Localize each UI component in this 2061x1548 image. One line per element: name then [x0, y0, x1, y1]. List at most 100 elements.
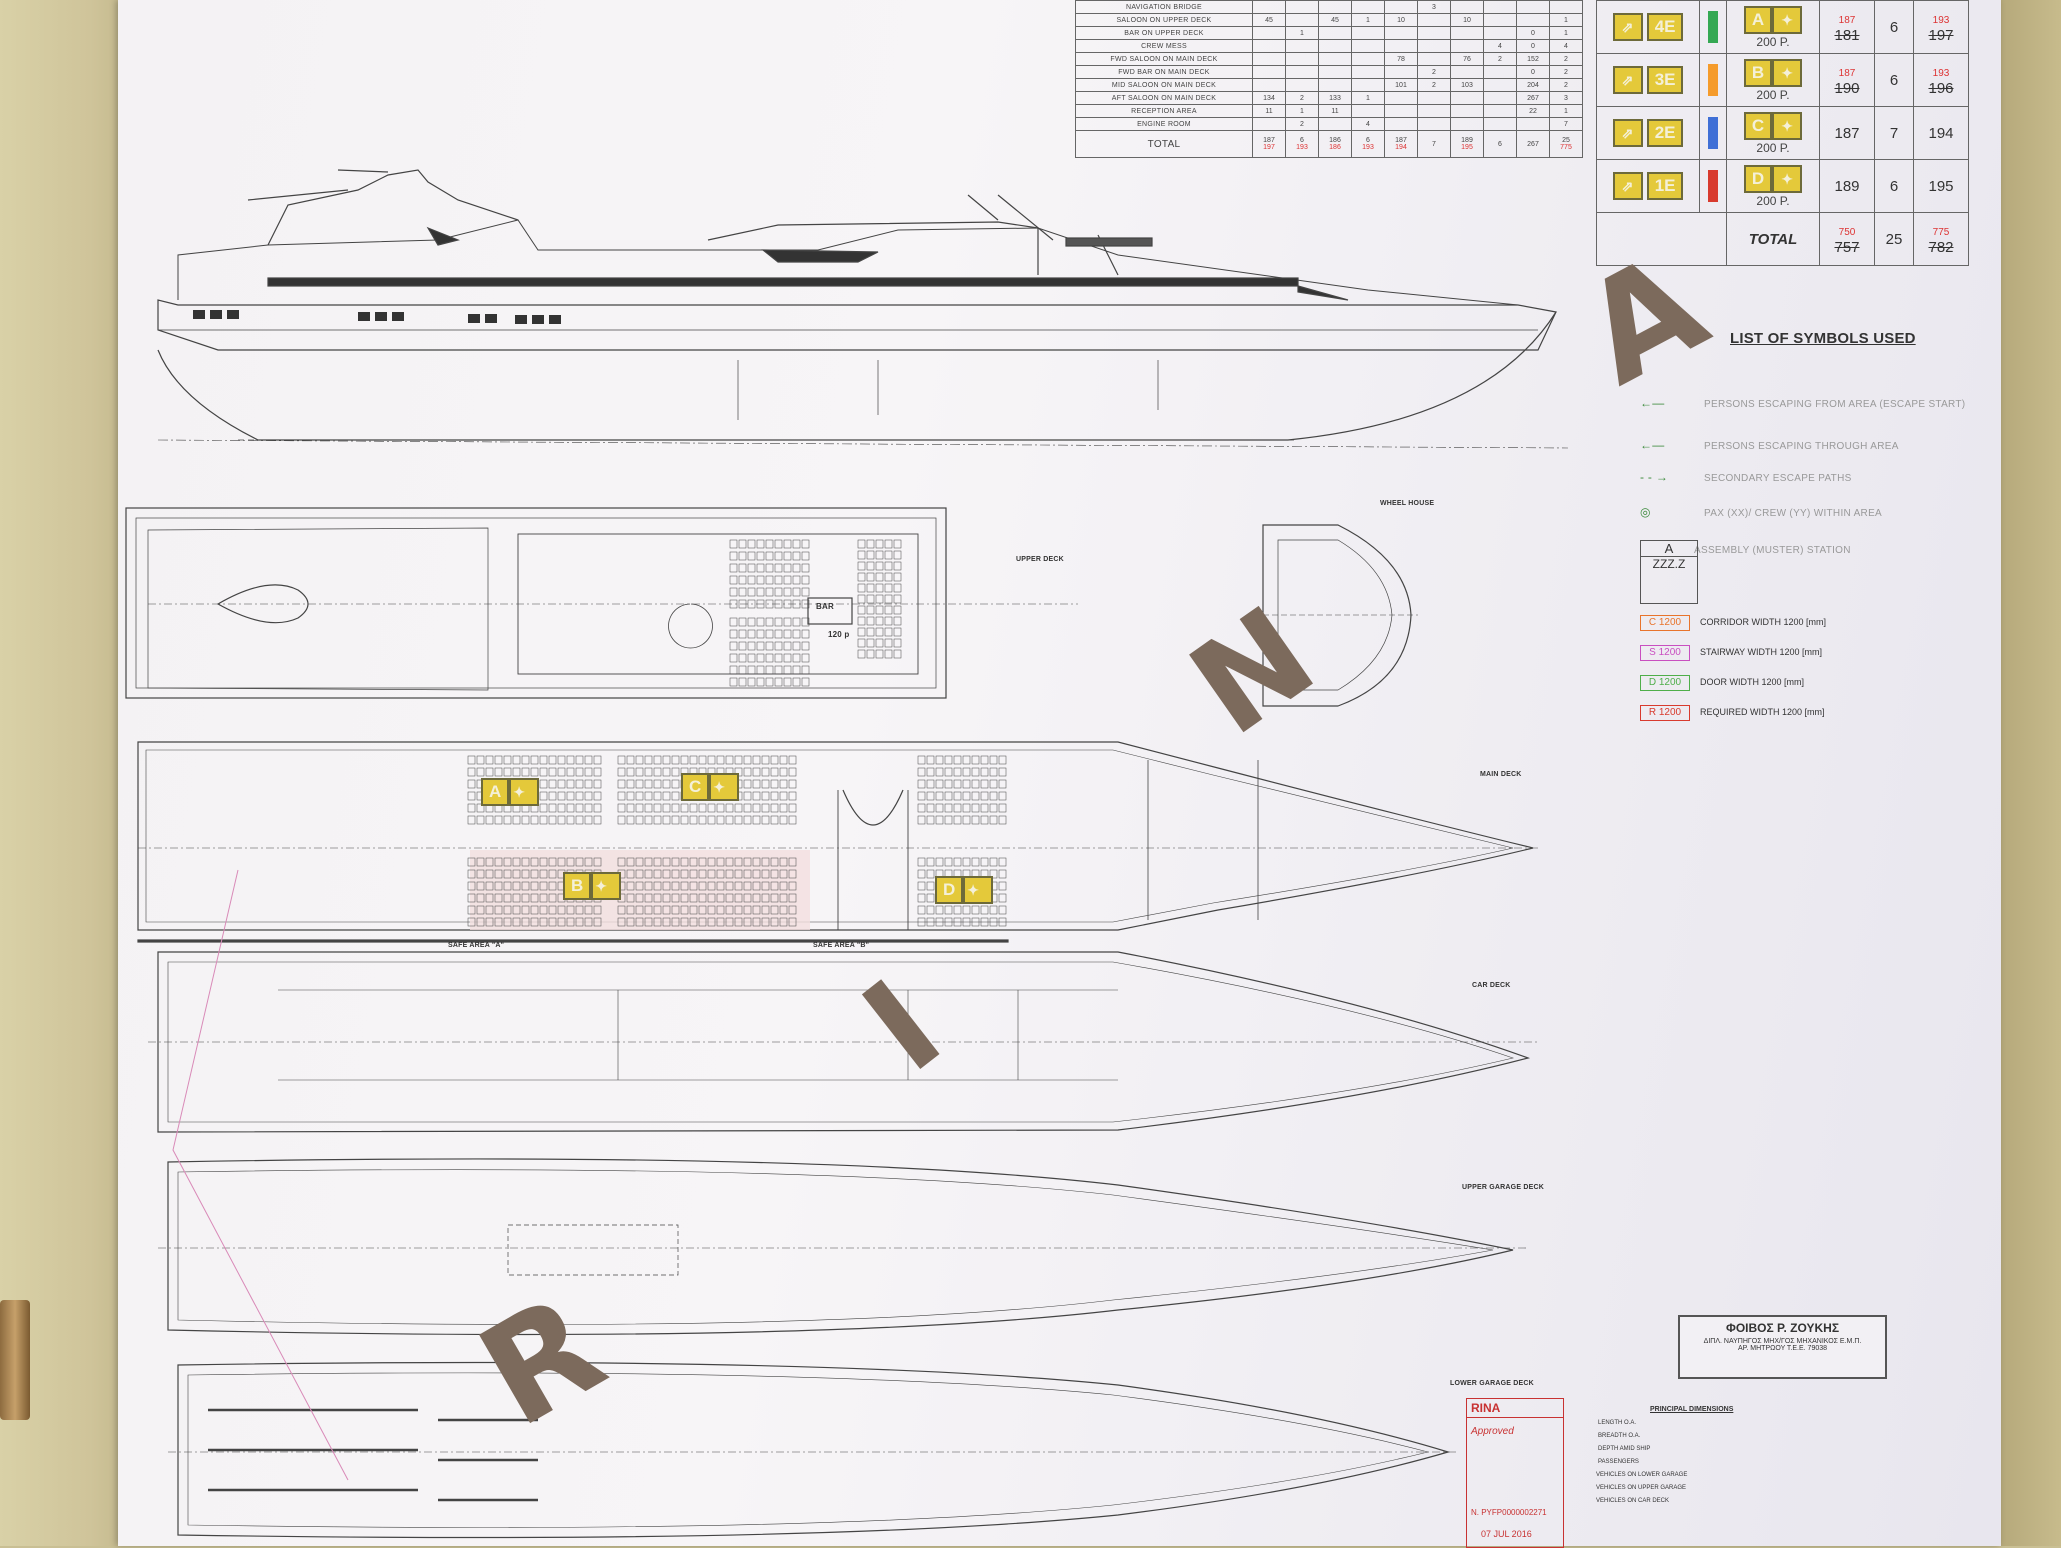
seat [761, 767, 770, 777]
seat [485, 881, 494, 891]
seat [875, 594, 884, 604]
occupancy-cell [1450, 117, 1484, 131]
symbol-legend-item: ◎PAX (XX)/ CREW (YY) WITHIN AREA [1640, 505, 1882, 519]
seat [788, 755, 797, 765]
seat [738, 539, 747, 549]
occupancy-cell [1351, 65, 1385, 79]
seat [680, 803, 689, 813]
seat [792, 653, 801, 663]
seat [725, 881, 734, 891]
occupancy-area-name: RECEPTION AREA [1075, 104, 1253, 118]
designer-title-block: ΦΟΙΒΟΣ Ρ. ΖΟΥΚΗΣ ΔΙΠΛ. ΝΑΥΠΗΓΟΣ ΜΗΧ/ΓΟΣ … [1678, 1315, 1887, 1379]
seat [761, 881, 770, 891]
seat [917, 905, 926, 915]
seat [962, 917, 971, 927]
seat [989, 869, 998, 879]
seat [926, 893, 935, 903]
seat [783, 629, 792, 639]
seat [626, 779, 635, 789]
seat [680, 905, 689, 915]
seat [857, 649, 866, 659]
seat [752, 767, 761, 777]
seat [752, 755, 761, 765]
total-old: 197 [1928, 27, 1954, 44]
seat [476, 869, 485, 879]
seat [765, 551, 774, 561]
seat [765, 617, 774, 627]
seat [494, 767, 503, 777]
seat [521, 869, 530, 879]
seat [644, 857, 653, 867]
seat [725, 905, 734, 915]
occupancy-cell: 103 [1450, 78, 1484, 92]
seat [926, 815, 935, 825]
rina-approval-stamp: RINA Approved N. PYFP0000002271 07 JUL 2… [1466, 1398, 1564, 1548]
seat [738, 641, 747, 651]
seat [989, 905, 998, 915]
seat [539, 905, 548, 915]
seat [743, 857, 752, 867]
seat [738, 551, 747, 561]
width-symbol-desc: CORRIDOR WIDTH 1200 [mm] [1700, 617, 1827, 627]
seat [698, 881, 707, 891]
seat [662, 779, 671, 789]
seat [980, 791, 989, 801]
seat [747, 629, 756, 639]
seat [566, 767, 575, 777]
occupancy-cell [1252, 52, 1286, 66]
muster-color-cell [1699, 159, 1727, 213]
seat [770, 869, 779, 879]
seat [884, 627, 893, 637]
seat [857, 594, 866, 604]
occupancy-area-name: BAR ON UPPER DECK [1075, 26, 1253, 40]
seat [548, 893, 557, 903]
seat [626, 881, 635, 891]
seat [644, 767, 653, 777]
seat [593, 791, 602, 801]
seat [944, 917, 953, 927]
seat [689, 917, 698, 927]
seat [779, 791, 788, 801]
occupancy-cell [1483, 26, 1517, 40]
seat [738, 617, 747, 627]
seat [962, 779, 971, 789]
seat [707, 755, 716, 765]
seat [792, 587, 801, 597]
seat [788, 869, 797, 879]
seat [476, 881, 485, 891]
seat [917, 755, 926, 765]
seat [866, 616, 875, 626]
total-new: 193 [1932, 15, 1950, 26]
seat [935, 803, 944, 813]
seat [971, 767, 980, 777]
muster-exit-cell: ⇗ 3E [1596, 53, 1700, 107]
occupancy-cell: 204 [1516, 78, 1550, 92]
seat [734, 893, 743, 903]
upper-garage-deck-label: UPPER GARAGE DECK [1462, 1184, 1544, 1191]
seat [521, 767, 530, 777]
seat [698, 905, 707, 915]
seat [917, 857, 926, 867]
seat [593, 905, 602, 915]
seat [530, 917, 539, 927]
seat [530, 815, 539, 825]
seat [716, 857, 725, 867]
seat [729, 677, 738, 687]
width-symbol-desc: STAIRWAY WIDTH 1200 [mm] [1700, 647, 1823, 657]
seat [953, 905, 962, 915]
seat [765, 587, 774, 597]
seat [893, 616, 902, 626]
seat [980, 767, 989, 777]
occupancy-cell [1351, 26, 1385, 40]
muster-icon: ✦ [1772, 58, 1803, 87]
seat [557, 803, 566, 813]
seat [770, 857, 779, 867]
seat [765, 629, 774, 639]
seat [971, 905, 980, 915]
seat [503, 755, 512, 765]
seat [476, 917, 485, 927]
seat [792, 641, 801, 651]
